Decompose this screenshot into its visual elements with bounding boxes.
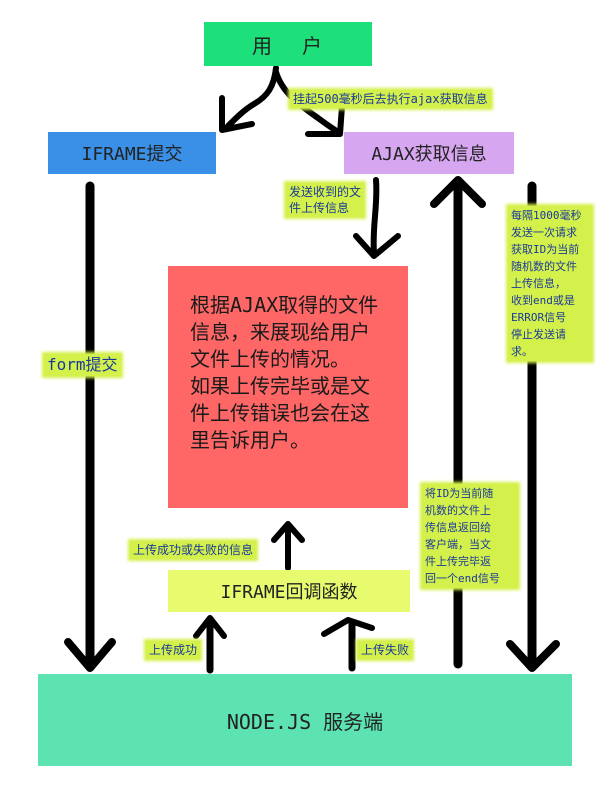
arrow-ajax-to-display (370, 177, 380, 255)
display-node: 根据AJAX取得的文件信息，来展现给用户文件上传的情况。 如果上传完毕或是文件上… (168, 266, 408, 508)
arrowhead-ajax-to-display (353, 233, 401, 259)
display-line-1: 根据AJAX取得的文件信息，来展现给用户文件上传的情况。 (190, 293, 379, 371)
ajax-get-node: AJAX获取信息 (344, 132, 514, 174)
arrowhead-return-info (430, 176, 486, 208)
iframe-submit-node: IFRAME提交 (48, 132, 216, 174)
arrowhead-user-to-ajax (305, 103, 345, 137)
arrowhead-poll (506, 640, 560, 672)
annotation-form-submit: form提交 (44, 354, 121, 376)
arrowhead-failure (321, 617, 375, 637)
annotation-success: 上传成功 (146, 641, 201, 659)
arrowhead-success (193, 615, 227, 639)
server-node: NODE.JS 服务端 (38, 674, 572, 766)
arrowhead-form-submit (64, 638, 116, 672)
arrowhead-user-to-iframe (219, 95, 255, 133)
user-node-label: 用 户 (251, 33, 325, 58)
ajax-get-label: AJAX获取信息 (371, 144, 487, 165)
annotation-return-info: 将ID为当前随 机数的文件上 传信息返回给 客户端，当文 件上传完毕返 回一个e… (422, 484, 518, 588)
iframe-callback-node: IFRAME回调函数 (168, 570, 410, 612)
annotation-failure: 上传失败 (358, 641, 413, 659)
display-line-2: 如果上传完毕或是文件上传错误也会在这里告诉用户。 (190, 374, 370, 452)
annotation-result-info: 上传成功或失败的信息 (130, 541, 257, 559)
arrow-user-to-iframe (225, 65, 279, 129)
iframe-callback-label: IFRAME回调函数 (220, 582, 358, 603)
annotation-send-info: 发送收到的文 件上传信息 (286, 183, 365, 217)
server-label: NODE.JS 服务端 (226, 709, 384, 734)
user-node: 用 户 (204, 22, 372, 66)
arrow-user-to-ajax (273, 69, 341, 135)
annotation-delay: 挂起500毫秒后去执行ajax获取信息 (290, 90, 491, 108)
iframe-submit-label: IFRAME提交 (81, 144, 183, 165)
annotation-poll: 每隔1000毫秒 发送一次请求 获取ID为当前 随机数的文件 上传信息， 收到e… (508, 206, 592, 361)
arrowhead-callback-to-display (271, 521, 305, 543)
